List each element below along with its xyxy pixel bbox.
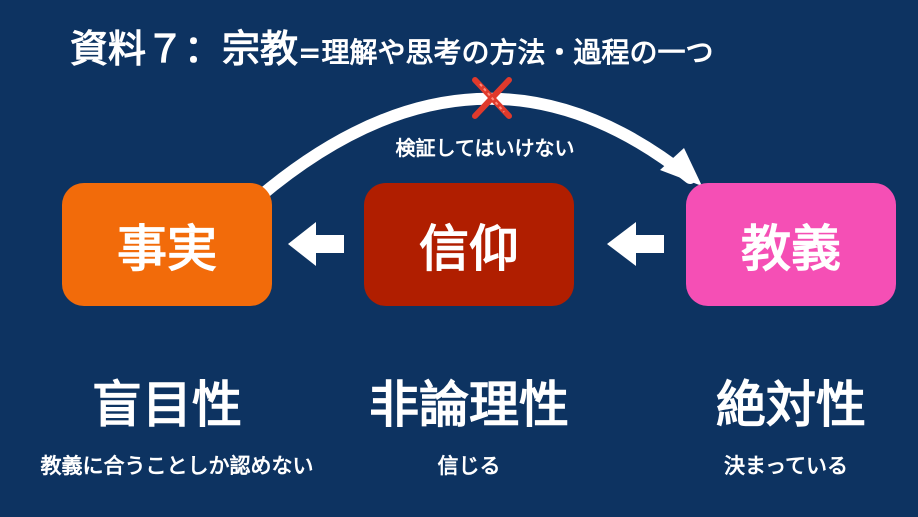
fact-trait: 盲目性 bbox=[92, 376, 242, 434]
arc-arrowhead bbox=[660, 148, 702, 186]
left-arrow-icon bbox=[607, 222, 664, 266]
title-main: 資料７：宗教 bbox=[70, 27, 299, 71]
doctrine-trait: 絶対性 bbox=[716, 376, 866, 434]
fact-description: 教義に合うことしか認めない bbox=[40, 454, 314, 478]
cross-icon bbox=[472, 77, 512, 119]
title-sub: =理解や思考の方法・過程の一つ bbox=[298, 36, 714, 69]
fact-box: 事実 bbox=[62, 183, 272, 306]
slide-title: 資料７：宗教=理解や思考の方法・過程の一つ bbox=[70, 30, 713, 68]
verification-arc bbox=[252, 92, 696, 204]
faith-trait: 非論理性 bbox=[369, 376, 569, 434]
arc-label: 検証してはいけない bbox=[395, 136, 575, 160]
left-arrow-icon bbox=[288, 222, 344, 266]
doctrine-box: 教義 bbox=[686, 183, 896, 306]
faith-box: 信仰 bbox=[364, 183, 574, 306]
doctrine-description: 決まっている bbox=[723, 454, 849, 478]
faith-description: 信じる bbox=[437, 454, 501, 478]
